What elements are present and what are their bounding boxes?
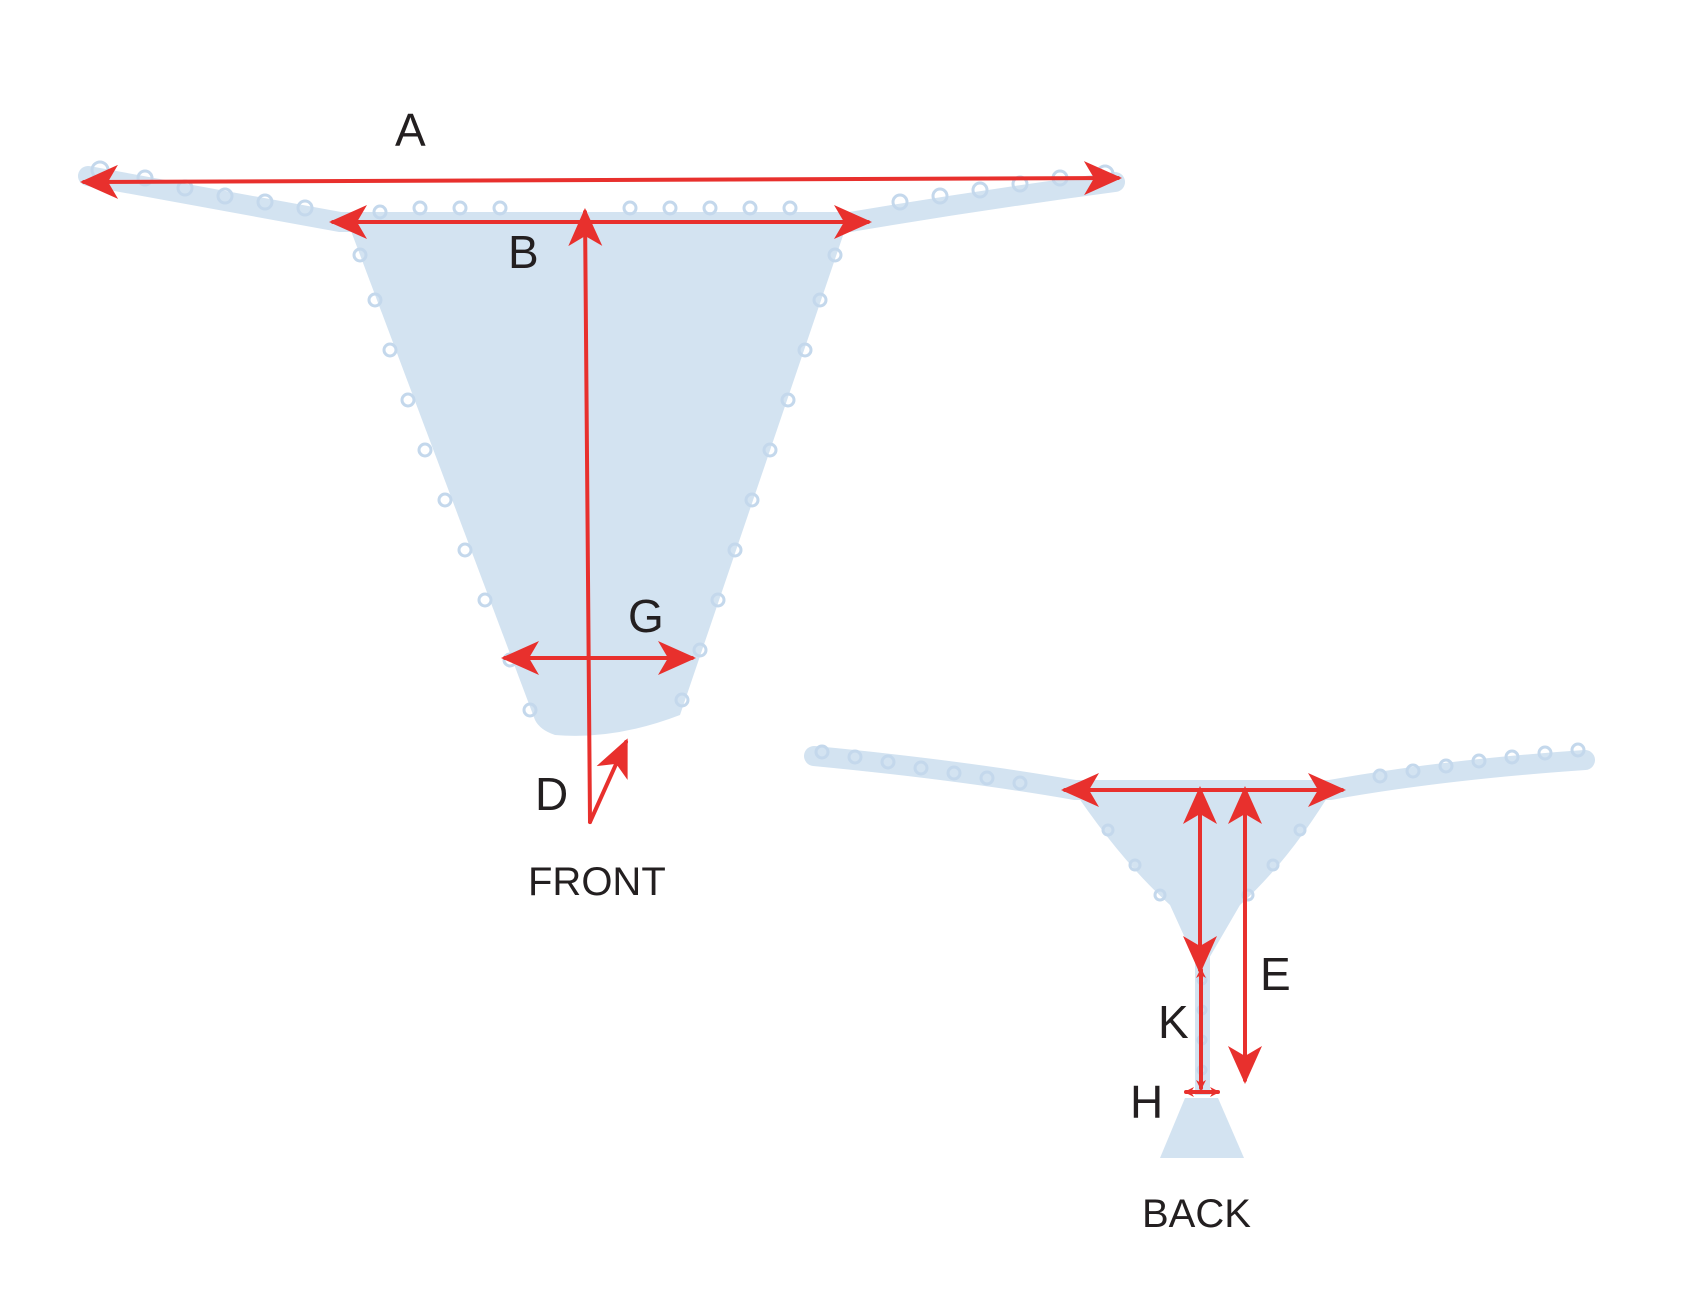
arrow-a bbox=[80, 161, 1122, 199]
back-waist-strap bbox=[804, 746, 1595, 800]
label-a: A bbox=[395, 104, 426, 156]
arrow-front-rise bbox=[568, 208, 603, 824]
back-measurements bbox=[1061, 773, 1346, 1097]
label-g: G bbox=[628, 590, 664, 642]
back-caption: BACK bbox=[1142, 1192, 1251, 1236]
label-d: D bbox=[535, 768, 568, 820]
front-panel bbox=[345, 215, 850, 736]
back-gusset bbox=[1160, 1098, 1244, 1158]
label-b: B bbox=[508, 226, 539, 278]
back-panel bbox=[1070, 785, 1335, 960]
label-k: K bbox=[1158, 996, 1189, 1048]
front-caption: FRONT bbox=[528, 860, 666, 904]
label-e: E bbox=[1260, 948, 1291, 1000]
label-h: H bbox=[1130, 1076, 1163, 1128]
front-garment bbox=[78, 160, 1125, 736]
arrow-d bbox=[588, 738, 628, 824]
front-measurements bbox=[80, 161, 1122, 824]
